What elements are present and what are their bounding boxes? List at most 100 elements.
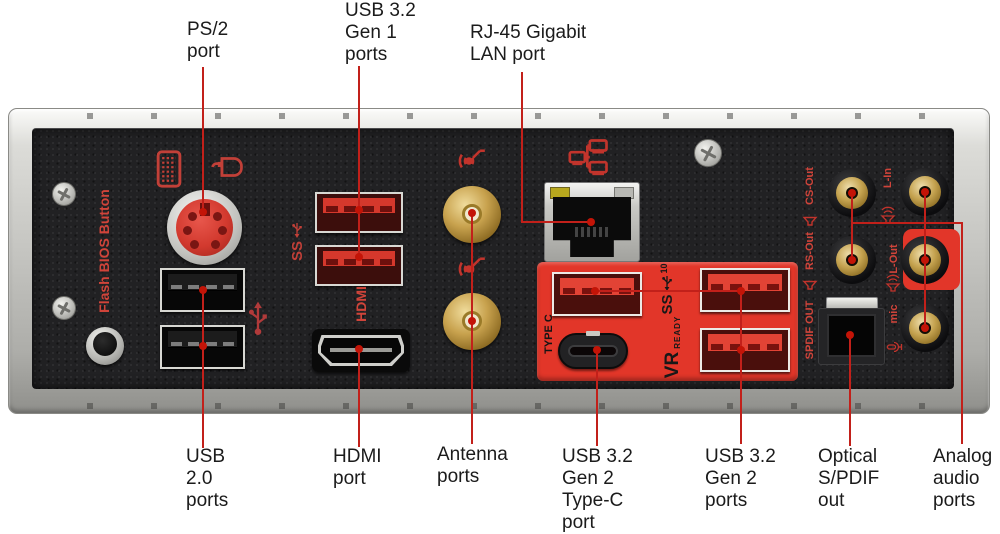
callout-line: ports: [186, 490, 229, 511]
ps2-pin: [190, 240, 199, 249]
mouse-icon: [211, 157, 243, 177]
usb-c-clip: [586, 331, 600, 336]
superspeed-usb-10-icon: SS 10: [658, 263, 676, 315]
callout-line: Gen 2: [562, 468, 614, 489]
leader-dot: [846, 331, 854, 339]
leader-dot: [848, 256, 856, 264]
leader-dot: [199, 208, 207, 216]
mic-icon: [886, 341, 903, 353]
callout-line: Gen 1: [345, 22, 397, 43]
callout-analog-audio-ports: Analog audio ports: [933, 446, 992, 512]
leader-dot: [591, 287, 599, 295]
leader-line: [471, 213, 473, 444]
callout-line: S/PDIF: [818, 468, 880, 489]
callout-line: USB 3.2: [705, 446, 776, 467]
leader-line: [596, 350, 598, 446]
usb-icon: [249, 301, 267, 336]
leader-dot: [921, 188, 929, 196]
leader-dot: [737, 287, 745, 295]
callout-line: port: [562, 512, 595, 533]
callout-line: audio: [933, 468, 980, 489]
frame-notch-top: [29, 113, 969, 119]
leader-line: [851, 193, 853, 260]
usb32-gen2-port: [700, 328, 790, 372]
screw-icon: [52, 182, 76, 206]
leader-line: [595, 290, 741, 292]
ps2-pin: [183, 226, 192, 235]
callout-line: HDMI: [333, 446, 382, 467]
leader-line: [851, 222, 963, 224]
leader-line: [521, 221, 591, 223]
ps2-pin: [218, 226, 227, 235]
rj45-opening: [553, 197, 631, 257]
callout-usb32-gen1-ports: USB 3.2 Gen 1 ports: [345, 0, 416, 66]
keyboard-icon: [156, 150, 182, 188]
l-in-label: L-In: [882, 167, 894, 189]
hdmi-label: HDMI: [353, 286, 369, 322]
callout-line: LAN port: [470, 44, 545, 65]
rj45-contacts: [575, 227, 609, 237]
callout-line: PS/2: [187, 19, 229, 40]
callout-line: Optical: [818, 446, 878, 467]
callout-hdmi-port: HDMI port: [333, 446, 382, 490]
callout-rj45-lan-port: RJ-45 Gigabit LAN port: [470, 22, 586, 66]
wifi-antenna-icon: [458, 257, 485, 277]
callout-line: Type-C: [562, 490, 624, 511]
callout-usb20-ports: USB 2.0 ports: [186, 446, 228, 512]
spdif-optical-port: [818, 308, 885, 365]
callout-line: port: [333, 468, 366, 489]
mic-label: mic: [888, 304, 900, 324]
callout-usb32-gen2-typec-port: USB 3.2 Gen 2 Type-C port: [562, 446, 633, 534]
superspeed-usb-icon: SS: [289, 216, 306, 266]
leader-line: [961, 222, 963, 444]
speaker-waves-icon: [885, 274, 901, 292]
ps2-pin: [188, 212, 197, 221]
ps2-port: [167, 190, 242, 265]
callout-line: USB: [186, 446, 226, 467]
leader-line: [521, 72, 523, 223]
leader-dot: [355, 206, 363, 214]
callout-line: ports: [345, 44, 388, 65]
callout-optical-spdif-out: Optical S/PDIF out: [818, 446, 879, 512]
leader-dot: [593, 346, 601, 354]
speaker-waves-icon: [880, 206, 896, 224]
leader-line: [202, 67, 204, 212]
callout-usb32-gen2-ports: USB 3.2 Gen 2 ports: [705, 446, 776, 512]
callout-line: ports: [437, 466, 480, 487]
leader-line: [202, 290, 204, 448]
callout-line: USB 3.2: [345, 0, 416, 21]
leader-line: [740, 290, 742, 444]
flash-bios-button-label: Flash BIOS Button: [96, 189, 112, 313]
callout-line: ports: [933, 490, 976, 511]
speaker-icon: [802, 216, 818, 226]
leader-dot: [921, 256, 929, 264]
callout-line: RJ-45 Gigabit: [470, 22, 587, 43]
flash-bios-button-cap: [93, 332, 117, 356]
leader-dot: [468, 317, 476, 325]
ps2-pin: [211, 240, 220, 249]
leader-dot: [587, 218, 595, 226]
callout-line: port: [187, 41, 220, 62]
screw-icon: [52, 296, 76, 320]
rs-out-label: RS-Out: [804, 232, 816, 270]
callout-line: Antenna: [437, 444, 508, 465]
callout-ps2-port: PS/2 port: [187, 19, 228, 63]
leader-dot: [199, 342, 207, 350]
frame-notch-bottom: [29, 403, 969, 409]
speaker-icon: [802, 280, 818, 290]
cs-out-label: CS-Out: [804, 167, 816, 205]
leader-dot: [737, 346, 745, 354]
spdif-opening: [827, 314, 876, 357]
leader-line: [358, 66, 360, 257]
callout-line: Gen 2: [705, 468, 757, 489]
leader-dot: [199, 286, 207, 294]
leader-dot: [355, 345, 363, 353]
leader-dot: [355, 253, 363, 261]
wifi-antenna-icon: [458, 149, 485, 169]
callout-line: out: [818, 490, 845, 511]
leader-line: [358, 349, 360, 447]
ps2-pin: [213, 212, 222, 221]
screw-icon: [694, 139, 722, 167]
leader-dot: [921, 324, 929, 332]
